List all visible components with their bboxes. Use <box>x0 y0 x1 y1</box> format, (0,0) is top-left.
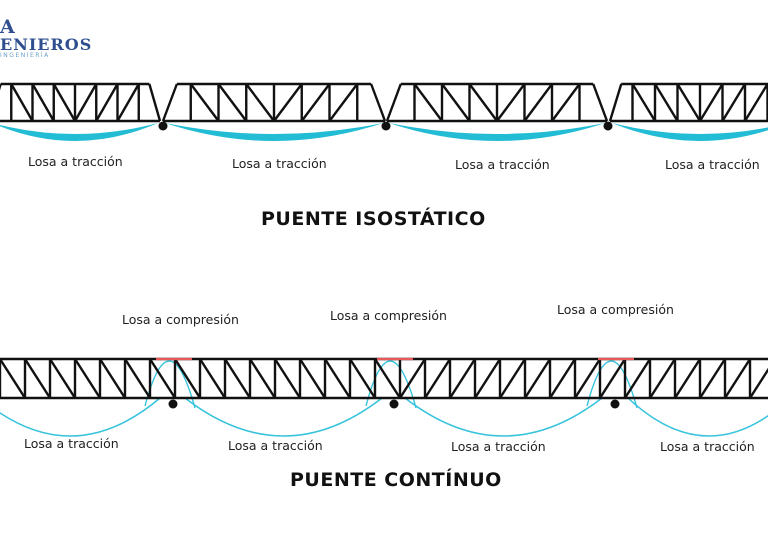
support-pin <box>158 121 168 131</box>
con-truss-diagonal <box>23 358 52 399</box>
isostatic-title: PUENTE ISOSTÁTICO <box>261 208 486 230</box>
con-truss-diagonal <box>423 358 452 399</box>
con-truss-diagonal <box>298 358 327 399</box>
tension-slab <box>389 123 605 141</box>
iso-span-diagonal <box>413 83 443 122</box>
isostatic-supports <box>158 121 613 131</box>
iso-span-diagonal <box>496 83 526 122</box>
compression-label: Losa a compresión <box>557 302 674 317</box>
iso-tension-label: Losa a tracción <box>665 157 760 172</box>
iso-span-end-post <box>592 83 609 122</box>
tension-curve <box>184 397 383 437</box>
hogging-curve <box>365 360 417 409</box>
con-tension-label: Losa a tracción <box>451 439 546 454</box>
con-truss-diagonal <box>748 367 768 399</box>
con-truss-diagonal <box>48 358 77 399</box>
tension-curve <box>404 397 603 437</box>
iso-span-diagonal <box>676 83 702 122</box>
tension-curve <box>0 397 161 437</box>
con-truss-diagonal <box>0 358 27 399</box>
iso-span-end-post <box>0 83 2 91</box>
compression-label: Losa a compresión <box>330 308 447 323</box>
iso-span-end-post <box>385 83 402 122</box>
con-truss-diagonal <box>123 358 152 399</box>
iso-tension-label: Losa a tracción <box>455 157 550 172</box>
logo-word: ENIEROS <box>0 35 93 54</box>
compression-label: Losa a compresión <box>122 312 239 327</box>
con-truss-diagonal <box>448 358 477 399</box>
iso-span-diagonal <box>73 83 98 122</box>
iso-span-diagonal <box>300 83 331 122</box>
con-truss-diagonal <box>73 358 102 399</box>
support-pin <box>389 399 399 409</box>
iso-span-end-post <box>608 83 623 122</box>
iso-span-diagonal <box>468 83 498 122</box>
logo-subtitle: INGENIERÍA <box>0 52 50 59</box>
iso-span-end-post <box>370 83 387 122</box>
iso-span-end-post <box>161 83 178 122</box>
logo-letter: A <box>0 16 16 38</box>
con-truss-diagonal <box>623 358 652 399</box>
con-truss-diagonal <box>548 358 577 399</box>
iso-span-diagonal <box>217 83 248 122</box>
con-truss-diagonal <box>148 358 177 399</box>
iso-span-diagonal <box>10 83 34 122</box>
con-truss-diagonal <box>223 358 252 399</box>
iso-span-diagonal <box>245 83 275 122</box>
con-truss-diagonal <box>523 358 552 399</box>
continuous-title: PUENTE CONTÍNUO <box>290 469 502 491</box>
iso-span-diagonal <box>273 83 303 122</box>
con-truss-diagonal <box>648 358 677 399</box>
support-pin <box>381 121 391 131</box>
tension-slab <box>612 123 768 141</box>
isostatic-truss <box>0 82 768 123</box>
iso-span-diagonal <box>52 83 77 122</box>
con-truss-diagonal <box>673 358 702 399</box>
con-tension-label: Losa a tracción <box>228 438 323 453</box>
con-truss-diagonal <box>98 358 127 399</box>
iso-span-diagonal <box>551 83 581 122</box>
con-truss-diagonal <box>198 358 227 399</box>
con-truss-diagonal <box>573 358 602 399</box>
iso-span-diagonal <box>189 83 220 122</box>
con-truss-diagonal <box>498 358 527 399</box>
iso-span-diagonal <box>523 83 553 122</box>
iso-tension-label: Losa a tracción <box>28 154 123 169</box>
support-pin <box>610 399 620 409</box>
con-truss-diagonal <box>473 358 502 399</box>
con-truss-diagonal <box>598 358 627 399</box>
con-tension-label: Losa a tracción <box>24 436 119 451</box>
iso-span-diagonal <box>441 83 471 122</box>
con-truss-diagonal <box>698 358 727 399</box>
con-truss-diagonal <box>323 358 352 399</box>
con-tension-label: Losa a tracción <box>660 439 755 454</box>
con-truss-diagonal <box>398 358 427 399</box>
iso-span-diagonal <box>653 83 679 122</box>
con-truss-diagonal <box>723 358 752 399</box>
con-truss-diagonal <box>273 358 302 399</box>
iso-span-diagonal <box>95 83 119 122</box>
iso-span-diagonal <box>116 83 140 122</box>
continuous-truss <box>0 357 768 400</box>
iso-span-diagonal <box>721 83 747 122</box>
iso-span-diagonal <box>328 83 359 122</box>
isostatic-tension-slabs <box>0 123 768 141</box>
con-truss-diagonal <box>248 358 277 399</box>
iso-span-end-post <box>148 83 162 122</box>
con-truss-diagonal <box>373 358 402 399</box>
con-truss-diagonal <box>348 358 377 399</box>
continuous-supports <box>168 399 620 409</box>
iso-span-diagonal <box>743 83 768 122</box>
iso-span-diagonal <box>631 83 657 122</box>
tension-slab <box>165 123 383 141</box>
tension-curve <box>627 397 768 437</box>
con-truss-diagonal <box>173 358 202 399</box>
iso-tension-label: Losa a tracción <box>232 156 327 171</box>
support-pin <box>168 399 178 409</box>
support-pin <box>603 121 613 131</box>
iso-span-diagonal <box>31 83 55 122</box>
tension-slab <box>0 123 158 141</box>
iso-span-diagonal <box>698 83 724 122</box>
